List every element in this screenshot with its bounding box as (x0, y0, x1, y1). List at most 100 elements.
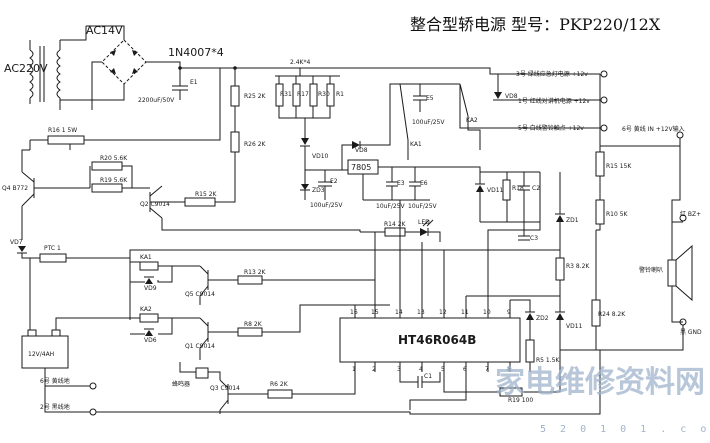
q4-driver (21, 135, 361, 240)
r8-label: R8 2K (244, 321, 263, 328)
speaker-icon (667, 138, 693, 323)
r19b-label: R19 100 (508, 397, 533, 404)
c2-label: C2 (532, 185, 540, 192)
r1-label: R1 (336, 91, 344, 98)
e6-label: E6 (420, 180, 428, 187)
caps-e3-e6 (363, 167, 430, 201)
e1-value: 2200uF/50V (138, 97, 175, 104)
q2-label: Q2 C9014 (140, 201, 170, 208)
r-array-label: 2.4K*4 (290, 59, 310, 66)
terminal-2-ground: 2号 黑线地 (40, 403, 70, 411)
e1-label: E1 (190, 79, 198, 86)
relay-ka1-circuit (129, 258, 376, 320)
ka1-label: KA1 (410, 141, 422, 148)
ptc-label: PTC 1 (44, 245, 61, 252)
reg-label: 7805 (351, 163, 371, 172)
transformer (29, 26, 87, 110)
zd2-r5 (510, 299, 535, 372)
r18-label: R18 (512, 185, 524, 192)
r24-label: R24 8.2K (598, 311, 626, 318)
watermark: 家电维修资料网 (495, 365, 705, 400)
pin-5: 5 (441, 366, 445, 373)
e5-value: 100uF/25V (412, 119, 445, 126)
r17-label: R17 (297, 91, 309, 98)
r31-label: R31 (280, 91, 292, 98)
battery (21, 317, 130, 416)
terminal-6: 6号 黄线 IN +12V输入 (622, 125, 685, 133)
battery-label: 12V/4AH (28, 351, 54, 358)
vd9-label: VD9 (144, 285, 157, 292)
ka2b-label: KA2 (140, 306, 152, 313)
e3-value: 10uF/25V (376, 203, 406, 210)
speaker-label: 警铃喇叭 (639, 266, 663, 274)
r19-label: R19 5.6K (100, 177, 128, 184)
ac-output-label: AC14V (86, 24, 123, 37)
terminal-5: 5号 白线警铃触点 +12v (518, 124, 584, 132)
q4-label: Q4 B772 (2, 185, 28, 192)
regulator-7805 (342, 159, 481, 200)
pin-10: 10 (483, 309, 491, 316)
pin-1: 1 (352, 366, 356, 373)
e5-ka-contacts (399, 83, 481, 160)
pin-11: 11 (461, 309, 469, 316)
pin-13: 13 (417, 309, 425, 316)
relay-ka2-circuit (130, 304, 390, 360)
r14-led (360, 219, 441, 242)
r5-label: R5 1.5K (536, 357, 560, 364)
r10-label: R10 5K (606, 211, 629, 218)
led-label: LED (418, 219, 430, 226)
e3-label: E3 (397, 180, 405, 187)
pin-3: 3 (397, 366, 401, 373)
r25-label: R25 2K (244, 93, 267, 100)
vd6-label: VD6 (144, 337, 157, 344)
r14-label: R14 2K (384, 221, 407, 228)
ac-input-label: AC220V (4, 62, 48, 75)
pin-8: 8 (507, 366, 511, 373)
vd11-r18-c2-c3 (475, 171, 540, 241)
vd8b-label: VD8 (505, 93, 518, 100)
right-bias-network (555, 172, 601, 350)
q3-label: Q3 C9014 (210, 385, 240, 392)
terminal-6-ground: 6号 黄线地 (40, 377, 70, 385)
diagram-title: 整合型轿电源 型号：PKP220/12X (410, 15, 661, 34)
capacitor-e1: E1 (172, 68, 198, 100)
mcu-ht46r064b (339, 172, 560, 372)
pin-7: 7 (485, 366, 489, 373)
c1-r19 (399, 350, 561, 410)
r20-label: R20 5.6K (100, 155, 128, 162)
vd10-label: VD10 (312, 153, 329, 160)
r15b-r10 (595, 74, 681, 231)
vd7-label: VD7 (10, 239, 23, 246)
diode-vd8b (459, 74, 600, 129)
terminal-3: 3号 绿线应急灯电源 +12v (516, 70, 588, 78)
terminals-right (600, 70, 687, 326)
buzzer-label: 蜂鸣器 (172, 380, 190, 388)
zd2-label: ZD2 (536, 315, 549, 322)
r3-label: R3 8.2K (566, 263, 590, 270)
ka1b-label: KA1 (140, 254, 152, 261)
watermark-url: 5 2 0 1 0 1 . c o m (540, 424, 710, 435)
pin-6: 6 (463, 366, 467, 373)
vd8-label: VD8 (355, 147, 368, 154)
c1-label: C1 (424, 373, 432, 380)
r30-label: R30 (318, 91, 330, 98)
buzzer-q3-circuit (179, 362, 356, 414)
vd11a-label: VD11 (487, 187, 504, 194)
r13-label: R13 2K (244, 269, 267, 276)
pin-16: 16 (350, 309, 358, 316)
pin-15: 15 (371, 309, 379, 316)
r15-label: R15 2K (195, 191, 218, 198)
e2-label: E2 (330, 178, 338, 185)
e2-value: 100uF/25V (310, 202, 343, 209)
terminal-red: 红 BZ+ (680, 210, 701, 218)
terminal-1: 1号 红线对讲机电源 +12v (518, 97, 590, 105)
pin-9: 9 (507, 309, 511, 316)
bridge-label: 1N4007*4 (168, 46, 224, 59)
vd11b-label: VD11 (566, 323, 583, 330)
chip-label: HT46R064B (398, 333, 476, 347)
bridge-rectifier (59, 25, 181, 110)
r16-label: R16 1 5W (48, 127, 77, 134)
vd7-ptc (17, 246, 560, 320)
pin-14: 14 (395, 309, 403, 316)
